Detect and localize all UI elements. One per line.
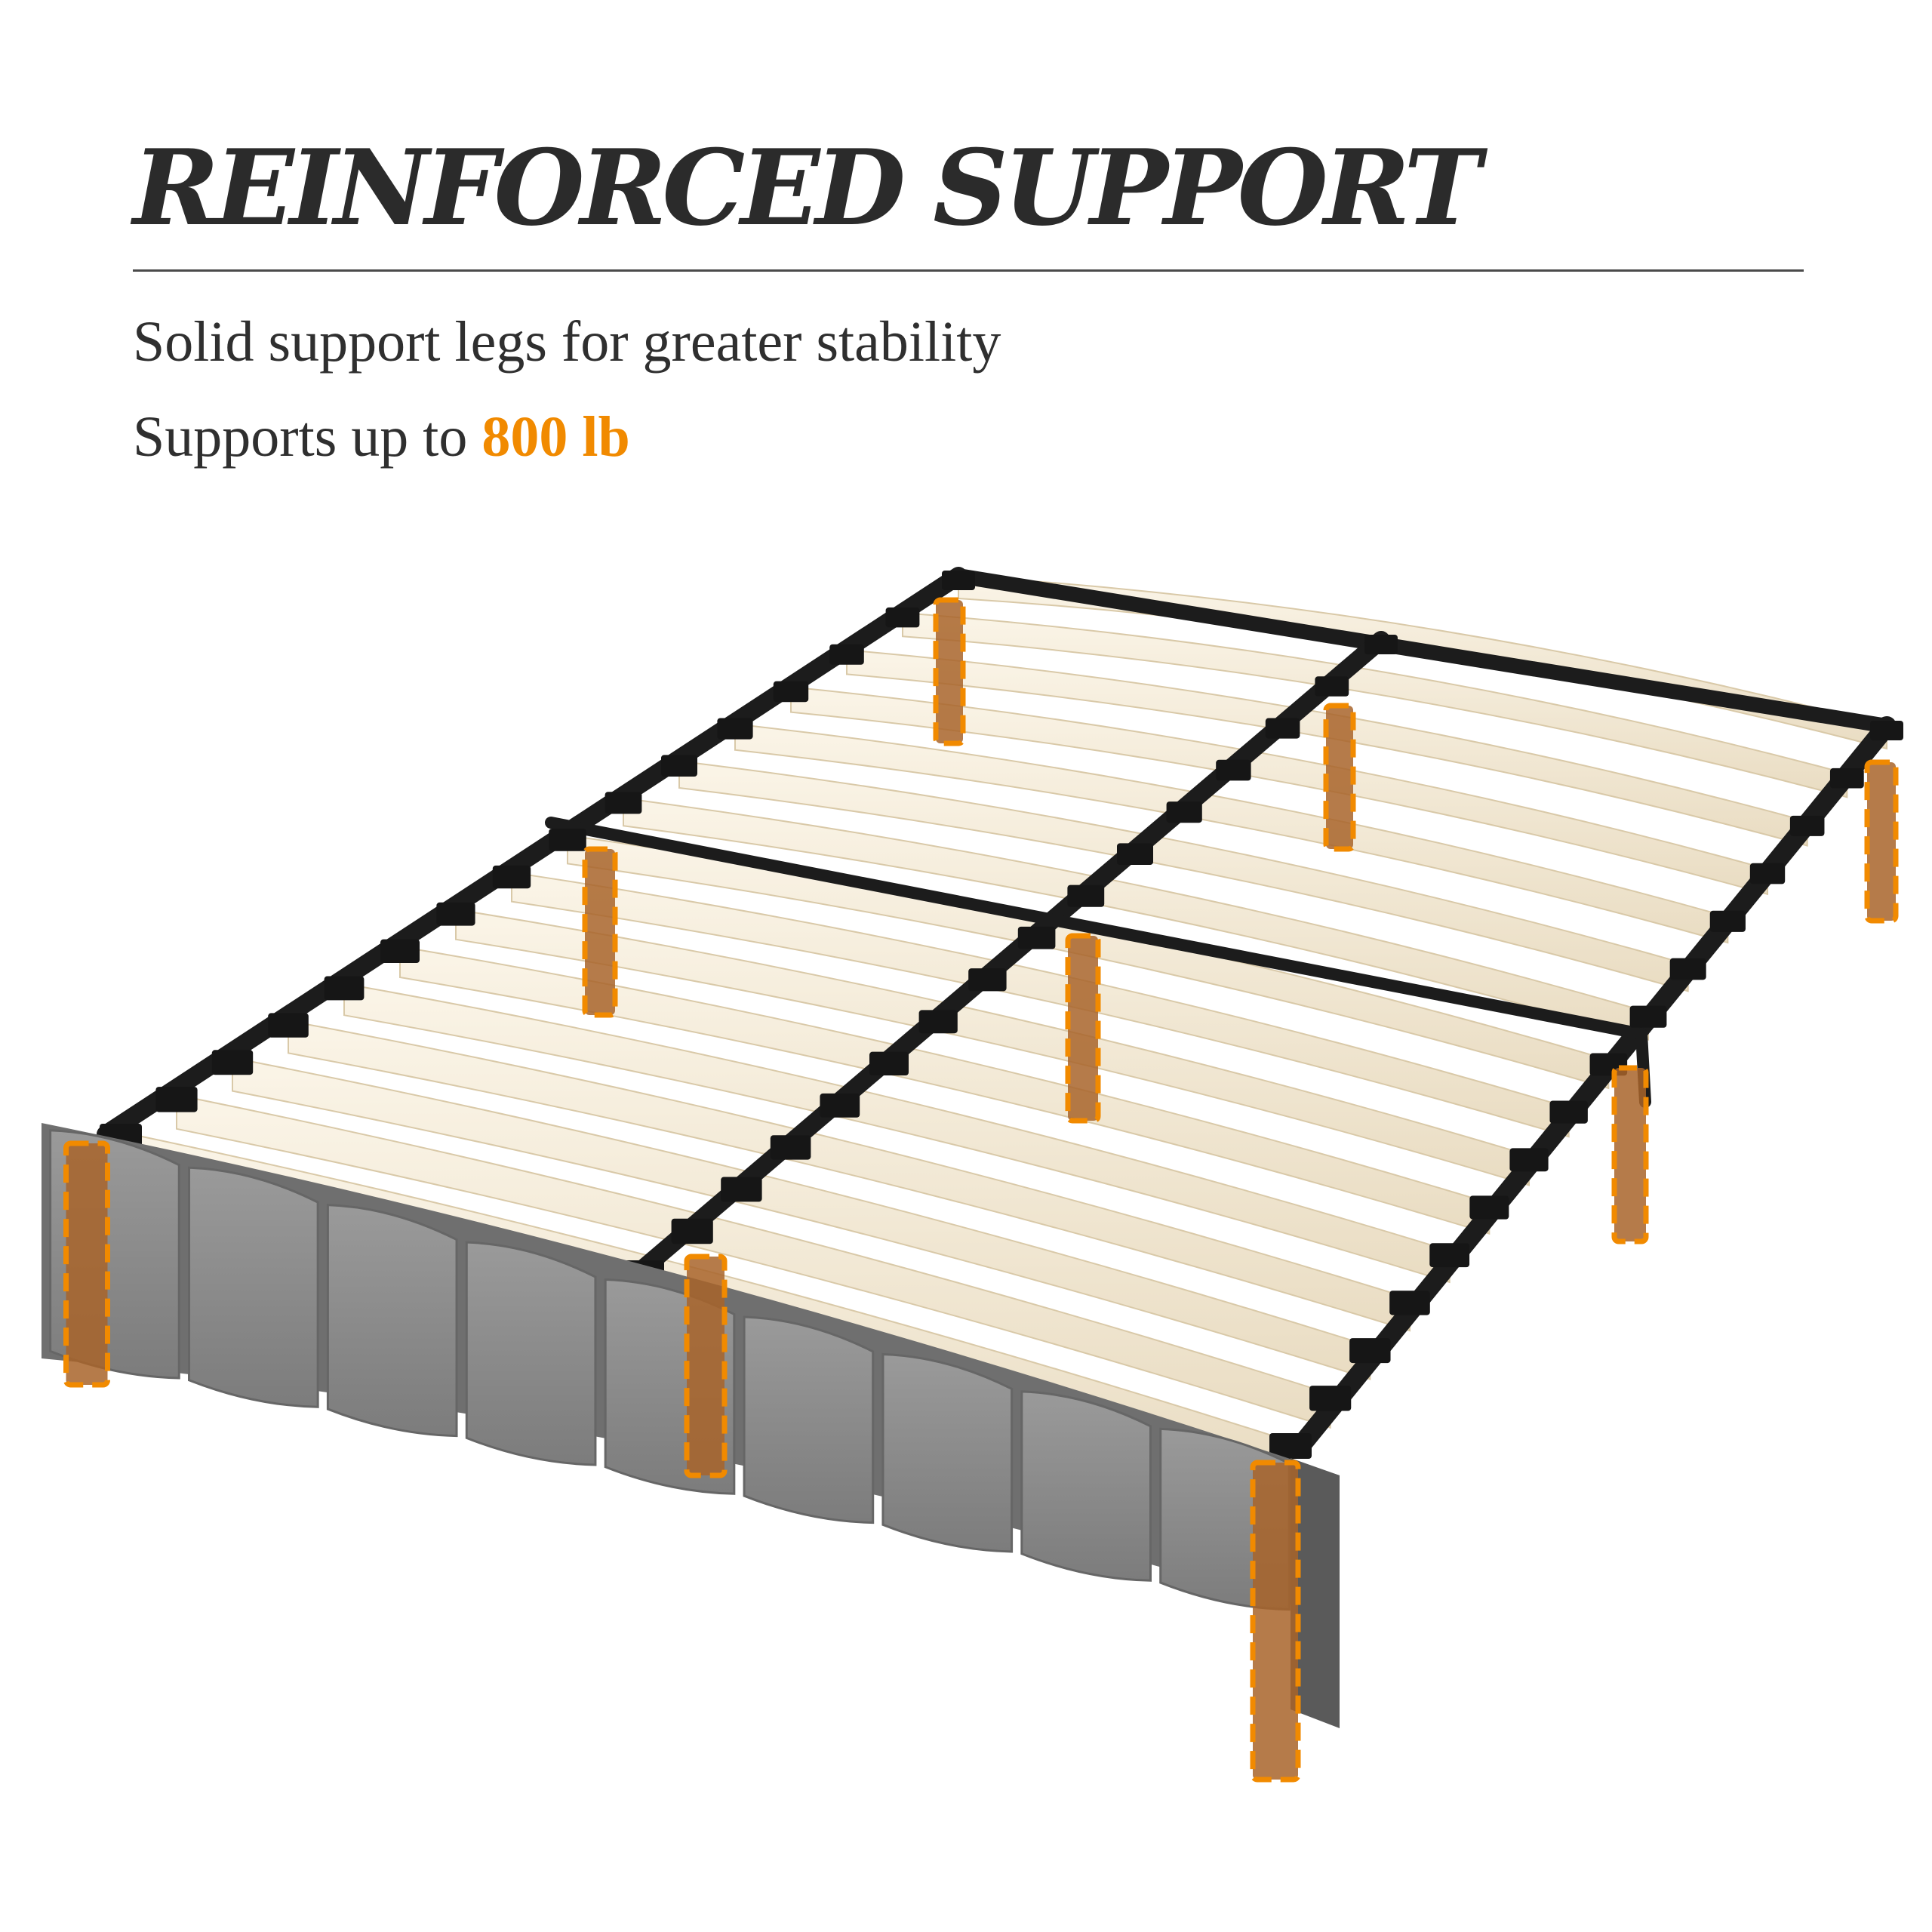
footboard-panel <box>188 1166 319 1408</box>
wood-slat <box>288 1020 1411 1332</box>
slat-bracket <box>492 865 531 889</box>
slat-bracket <box>211 1050 254 1075</box>
frame-rails <box>97 567 1897 1459</box>
support-leg <box>1611 1065 1649 1244</box>
capacity-value: 800 lb <box>481 405 630 469</box>
slat-bracket <box>1309 1386 1352 1411</box>
slat-bracket <box>1166 801 1202 823</box>
slat-bracket <box>1669 958 1706 980</box>
slat-bracket <box>324 976 365 1001</box>
slat-bracket <box>1315 676 1349 697</box>
capacity-text: Supports up to 800 lb <box>133 405 630 469</box>
slat-bracket <box>820 1093 860 1118</box>
slat-bracket <box>1265 718 1300 739</box>
wood-slat <box>176 1094 1331 1429</box>
slat-bracket <box>436 902 475 926</box>
slat-bracket <box>829 644 864 665</box>
feature-text: Solid support legs for greater stability <box>133 310 1001 374</box>
slat-bracket <box>968 968 1007 992</box>
support-leg <box>1864 759 1899 924</box>
support-leg <box>684 1254 728 1478</box>
slat-bracket <box>1629 1005 1667 1028</box>
support-leg <box>933 597 966 746</box>
slat-bracket <box>1067 884 1105 907</box>
slat-bracket <box>1017 926 1056 949</box>
support-leg <box>63 1140 110 1388</box>
slat-bracket <box>1749 863 1786 884</box>
slat-bracket <box>1870 721 1903 740</box>
support-leg <box>1323 703 1356 852</box>
slat-bracket <box>671 1218 713 1244</box>
slat-bracket <box>1469 1195 1509 1220</box>
wood-slat <box>455 909 1530 1186</box>
slat-bracket <box>1269 1433 1312 1459</box>
slat-bracket <box>549 829 586 851</box>
slat-bracket <box>1216 759 1251 781</box>
wood-slat <box>399 946 1491 1235</box>
slat-bracket <box>717 718 753 740</box>
slat-bracket <box>770 1135 811 1160</box>
support-leg <box>1065 933 1101 1124</box>
slat-bracket <box>155 1087 198 1112</box>
footboard-panel <box>881 1352 1014 1553</box>
capacity-prefix: Supports up to <box>133 405 482 469</box>
slat-bracket <box>869 1051 909 1075</box>
slat-bracket <box>605 792 642 814</box>
slat-bracket <box>661 755 697 777</box>
support-legs <box>63 597 1899 1783</box>
slat-bracket <box>721 1177 762 1202</box>
slat-bracket <box>773 681 809 703</box>
slat-bracket <box>918 1010 958 1034</box>
slat-bracket <box>885 607 920 628</box>
slat-bracket <box>1364 635 1398 654</box>
wood-slat <box>902 612 1848 798</box>
footboard-panel <box>326 1204 458 1438</box>
footboard-panel <box>1020 1390 1152 1582</box>
slat-bracket <box>268 1013 309 1038</box>
footboard-panel <box>743 1315 875 1524</box>
slat-bracket <box>1429 1243 1470 1268</box>
slat-bracket <box>1829 768 1864 789</box>
wood-slat <box>790 686 1768 896</box>
footboard-panel <box>465 1241 597 1466</box>
slat-bracket <box>1789 815 1825 836</box>
wood-slat <box>343 983 1451 1284</box>
wood-slat <box>846 649 1808 847</box>
slat-bracket <box>380 939 420 963</box>
wood-slat <box>623 797 1649 1041</box>
title-divider <box>133 269 1804 272</box>
slat-bracket <box>1117 843 1153 865</box>
slat-bracket <box>942 571 975 590</box>
support-leg <box>582 846 618 1018</box>
slat-bracket <box>1349 1338 1391 1364</box>
page-title: REINFORCED SUPPORT <box>133 126 1481 249</box>
slat-bracket <box>1549 1100 1588 1124</box>
slat-bracket <box>1709 910 1746 932</box>
slat-bracket <box>1389 1291 1430 1315</box>
wood-slat <box>734 723 1729 944</box>
slat-brackets <box>100 571 1903 1459</box>
wood-slat <box>678 760 1689 992</box>
slat-bracket <box>1509 1148 1549 1172</box>
support-leg <box>1250 1460 1301 1783</box>
wood-slat <box>511 871 1570 1138</box>
wood-slat <box>232 1057 1371 1380</box>
